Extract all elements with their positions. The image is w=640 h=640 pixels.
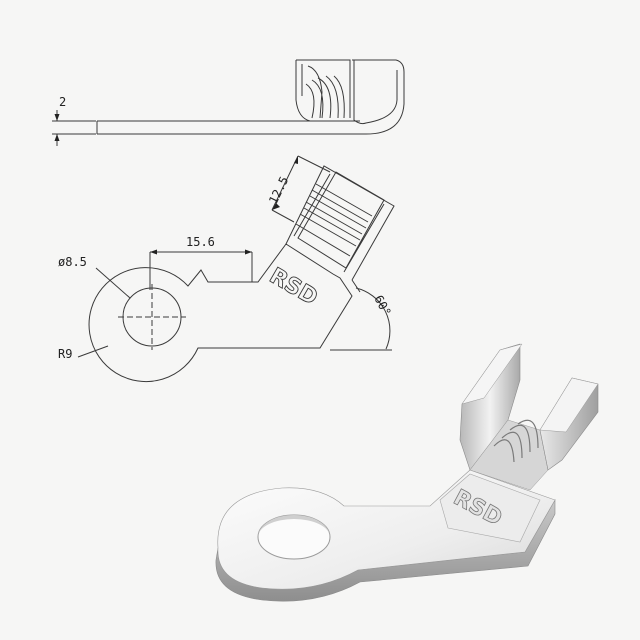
side-view xyxy=(52,59,405,146)
crimp-dimension-lines xyxy=(271,155,331,223)
render-hole-wall xyxy=(258,515,330,537)
render-barrel-left-rim xyxy=(461,343,523,405)
thickness-label: 2 xyxy=(59,95,66,109)
top-view-outline xyxy=(88,243,353,383)
thickness-arrows xyxy=(54,114,60,141)
side-view-serrations xyxy=(301,64,345,119)
brand-mark-drawing: RSD xyxy=(265,264,322,311)
hole-centerlines xyxy=(118,284,186,350)
crimp-arrows xyxy=(272,156,298,210)
render-mark-plate xyxy=(439,473,541,543)
length-dimension-lines xyxy=(149,251,253,290)
hole-diameter-label: ø8.5 xyxy=(58,255,87,269)
side-view-tongue xyxy=(96,120,360,135)
side-view-barrel xyxy=(295,59,405,135)
thickness-dimension-lines xyxy=(52,110,96,146)
hole-leader xyxy=(95,267,131,299)
angle-label: 60° xyxy=(371,293,394,319)
radius-leader xyxy=(77,345,109,358)
render-barrel-right-rim xyxy=(539,377,599,433)
top-view-serrations xyxy=(295,183,373,257)
top-view-crimp xyxy=(285,165,395,281)
render-view xyxy=(215,343,599,602)
top-view xyxy=(77,155,395,383)
crimp-width-label: 12.5 xyxy=(266,174,291,206)
ring-radius-label: R9 xyxy=(58,347,72,361)
render-serrations xyxy=(493,419,539,463)
angle-arc xyxy=(330,279,392,351)
length-label: 15.6 xyxy=(186,235,215,249)
